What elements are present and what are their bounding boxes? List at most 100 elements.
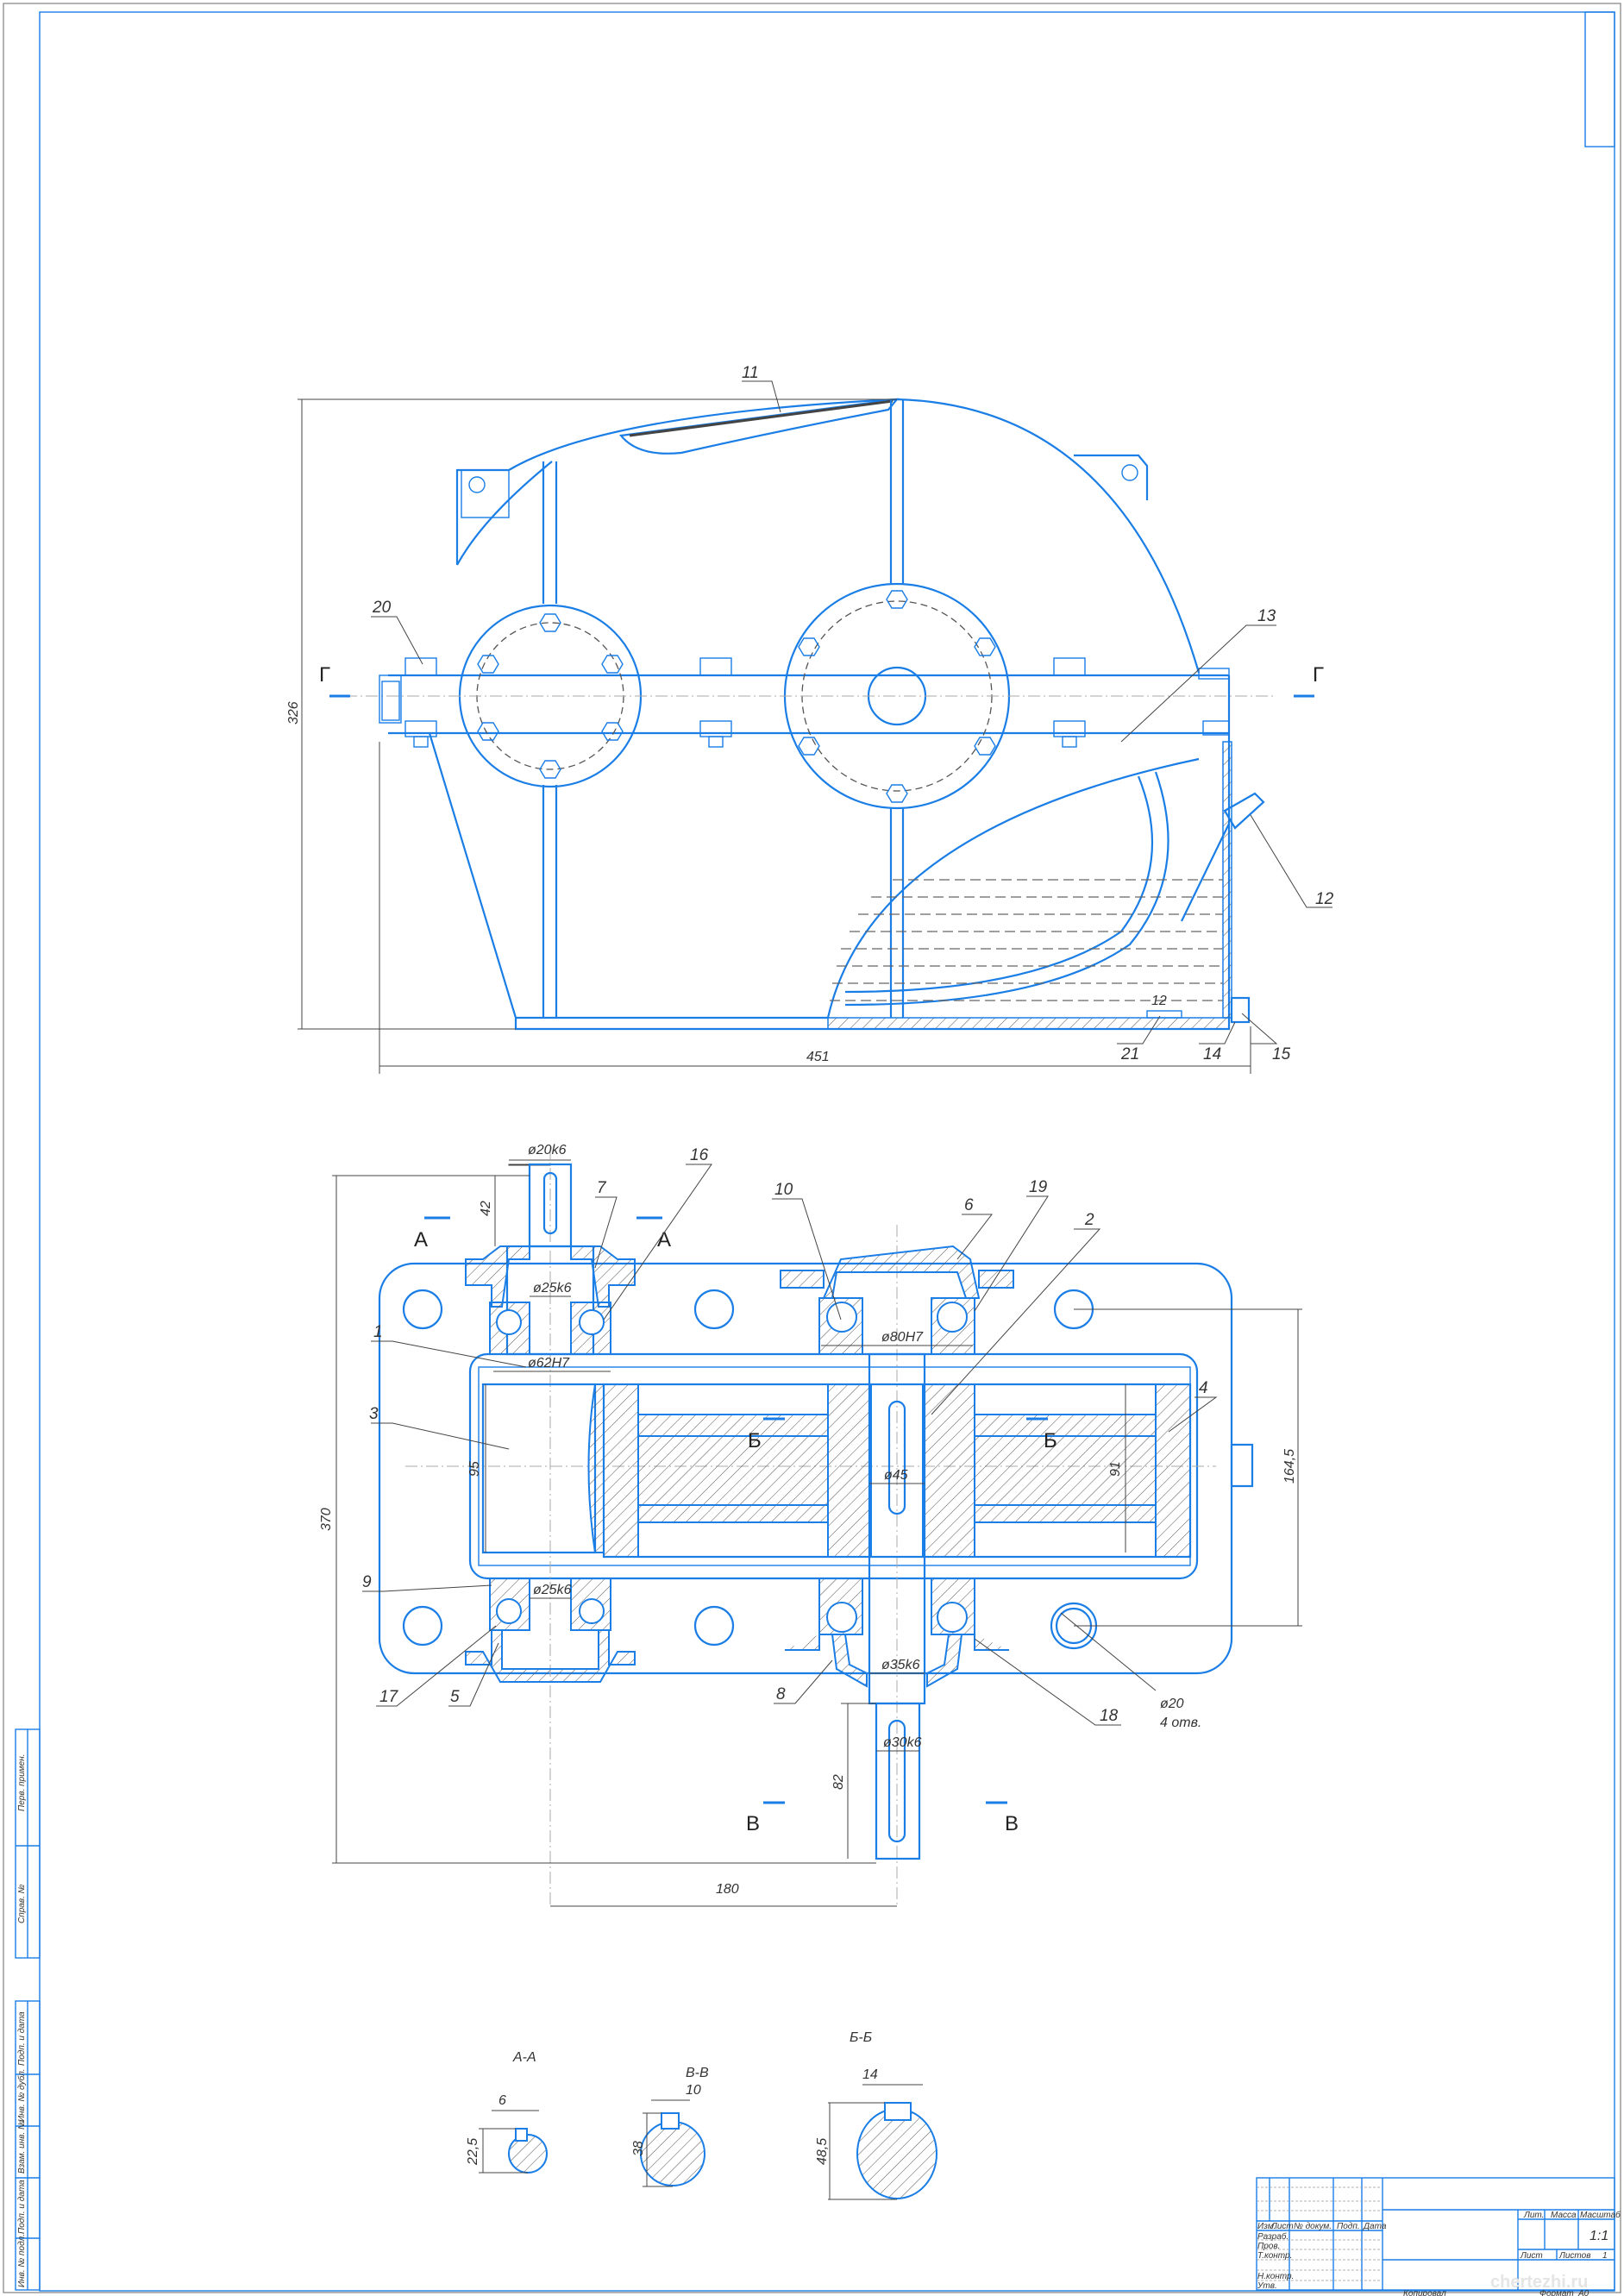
watermark: chertezhi.ru <box>1490 2273 1588 2292</box>
oil-dipstick <box>1181 792 1265 922</box>
section-b-key-width: 14 <box>862 2067 878 2082</box>
section-a-key-width: 6 <box>498 2093 506 2108</box>
sheet-frame <box>3 3 1621 2293</box>
input-bearing-boss <box>458 604 643 788</box>
section-mark-v-right: В <box>1005 1812 1019 1835</box>
lift-lug-right <box>1074 454 1149 500</box>
cover-bolts <box>477 590 996 803</box>
tb-lit: Лит. <box>1523 2211 1544 2220</box>
oil-level <box>830 879 1223 1001</box>
callout-19: 19 <box>1029 1178 1048 1196</box>
section-title-a-a: А-А <box>512 2050 536 2065</box>
dim-l42: 42 <box>479 1201 493 1216</box>
dim-d25k6-top: ø25k6 <box>533 1281 572 1295</box>
tb-list: Лист <box>1270 2222 1294 2231</box>
input-keyway <box>542 1171 558 1235</box>
stamp-reference-no: Справ. № <box>17 1884 27 1923</box>
tb-format: А0 <box>1577 2289 1590 2296</box>
tb-doc: № докум. <box>1294 2222 1332 2231</box>
tb-copied: Копировал <box>1403 2289 1446 2296</box>
dim-d80H7: ø80H7 <box>881 1330 924 1345</box>
callout-16: 16 <box>690 1146 709 1164</box>
tb-masshtab: Масштаб <box>1580 2210 1621 2220</box>
inspection-cover <box>618 398 900 455</box>
dim-l82: 82 <box>831 1774 846 1790</box>
section-mark-g-left: Г <box>319 663 330 687</box>
drain-plug <box>1230 996 1251 1024</box>
dim-c180: 180 <box>716 1882 739 1897</box>
tb-format-label: Формат <box>1539 2289 1574 2296</box>
tb-scale: 1:1 <box>1590 2229 1608 2243</box>
flange-bolts <box>381 657 1230 748</box>
callout-7: 7 <box>597 1179 607 1197</box>
dim-w164: 164,5 <box>1282 1449 1297 1484</box>
dim-w91: 91 <box>1108 1461 1123 1477</box>
callout-15: 15 <box>1272 1045 1291 1063</box>
title-block: Изм. Лист № докум. Подп. Дата Разраб. Пр… <box>1256 2177 1621 2296</box>
bearing-cap-top-right <box>822 1245 981 1299</box>
callout-17: 17 <box>379 1688 399 1706</box>
dim-d62H7: ø62H7 <box>528 1356 570 1371</box>
callout-18: 18 <box>1100 1707 1119 1725</box>
mounting-holes <box>402 1289 1098 1650</box>
callout-2: 2 <box>1084 1211 1094 1229</box>
stamp-dup-inv: Инв. № дубл. <box>16 2069 27 2123</box>
callout-12: 12 <box>1315 890 1334 908</box>
tb-massa: Массa <box>1551 2211 1577 2220</box>
section-mark-b-left: Б <box>748 1429 762 1452</box>
callout-10: 10 <box>774 1181 793 1199</box>
callout-20: 20 <box>372 599 392 617</box>
dim-d25k6-bottom: ø25k6 <box>533 1583 572 1597</box>
dim-d20: ø20 <box>1160 1697 1184 1711</box>
callout-6: 6 <box>964 1196 974 1214</box>
callout-8: 8 <box>776 1685 786 1703</box>
section-a-a: А-А 6 22,5 <box>466 2050 548 2174</box>
tb-date: Дата <box>1363 2222 1387 2231</box>
section-mark-b-right: Б <box>1044 1429 1057 1452</box>
tb-sheets-count: 1 <box>1602 2251 1608 2261</box>
stamp-first-use: Перв. примен. <box>17 1754 27 1811</box>
dim-height-326: 326 <box>286 701 301 725</box>
section-mark-a-left: А <box>414 1228 428 1252</box>
tb-utv: Утв. <box>1257 2281 1277 2291</box>
callout-5: 5 <box>450 1688 460 1706</box>
base-wall-section <box>827 1017 1230 1030</box>
dim-d45: ø45 <box>884 1468 908 1483</box>
tb-razrab: Разраб. <box>1257 2231 1289 2242</box>
section-v-v: В-В 10 38 <box>631 2066 709 2187</box>
output-shaft-end <box>875 1702 921 1860</box>
dim-h370: 370 <box>319 1508 334 1531</box>
side-stamp: Перв. примен. Справ. № Подп. и дата Инв.… <box>15 1728 41 2291</box>
callout-1: 1 <box>373 1323 383 1341</box>
dim-holes-count: 4 отв. <box>1160 1716 1201 1730</box>
tb-sheets: Листов <box>1558 2251 1590 2261</box>
bearing-cap-bottom-right <box>785 1634 868 1688</box>
tb-izm: Изм. <box>1257 2222 1276 2231</box>
tb-sheet: Лист <box>1520 2251 1543 2261</box>
section-b-depth: 48,5 <box>815 2138 830 2165</box>
dim-length-451: 451 <box>806 1050 830 1064</box>
section-b-b: Б-Б 14 48,5 <box>815 2030 937 2200</box>
bearing-cap-bottom-left <box>465 1629 636 1683</box>
cover-outline <box>455 398 1201 674</box>
section-mark-a-right: А <box>657 1228 671 1252</box>
vent-plug <box>1146 1010 1182 1019</box>
front-view: Г Г 326 451 12 11 20 13 12 21 14 15 <box>286 364 1334 1074</box>
callout-14: 14 <box>1203 1045 1221 1063</box>
lift-lug-left <box>461 469 510 518</box>
tb-tkontr: Т.контр. <box>1257 2251 1292 2261</box>
section-v-key-width: 10 <box>686 2083 701 2098</box>
callout-4: 4 <box>1199 1379 1208 1397</box>
callout-9: 9 <box>362 1573 372 1591</box>
drain-plug-plan <box>1230 1443 1254 1488</box>
section-title-b-b: Б-Б <box>850 2030 872 2045</box>
dim-d20k6: ø20k6 <box>528 1143 567 1157</box>
callout-13: 13 <box>1257 607 1276 625</box>
dim-d35k6: ø35k6 <box>881 1658 920 1672</box>
callout-21: 21 <box>1120 1045 1139 1063</box>
stamp-replace-inv: Взам. инв. № <box>17 2120 27 2174</box>
bearing-cap-top-left <box>465 1245 530 1308</box>
output-keyway <box>887 1719 906 1843</box>
section-v-depth: 38 <box>631 2141 646 2156</box>
